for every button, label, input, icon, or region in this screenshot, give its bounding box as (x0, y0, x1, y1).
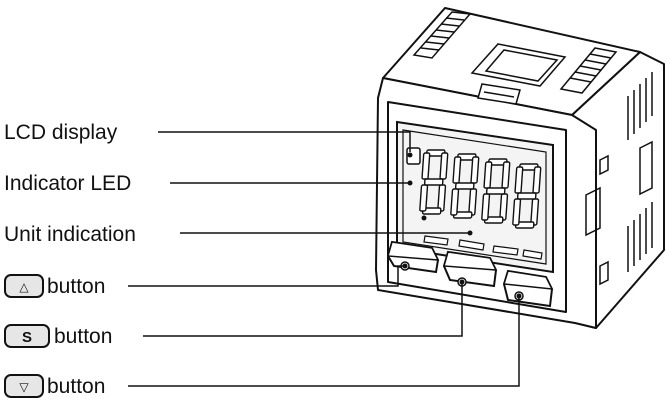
lcd-segment (468, 188, 478, 216)
leader-dots (402, 152, 522, 299)
down-button[interactable] (502, 269, 554, 308)
label-down-button: button (47, 375, 105, 398)
down-key-icon: ▽ (4, 374, 44, 398)
top-vents (412, 11, 618, 105)
label-up-button: button (47, 275, 105, 298)
set-key-symbol: S (22, 329, 32, 346)
lcd-segment (483, 161, 493, 189)
label-set-button: button (54, 325, 112, 348)
lcd-segment (532, 166, 542, 194)
lcd-segment (512, 198, 522, 226)
lcd-segment (499, 193, 509, 221)
lcd-segment (470, 156, 480, 184)
set-key-icon: S (4, 324, 50, 348)
side-vents (585, 72, 653, 286)
lcd-digit (450, 153, 480, 219)
leader-lcd (158, 131, 411, 152)
leader-set (143, 282, 463, 337)
leader-up (128, 265, 405, 287)
leader-lines (128, 131, 520, 387)
leader-down (128, 296, 520, 387)
lcd-segment (439, 152, 449, 180)
lcd-segment (501, 161, 511, 189)
label-indicator-led: Indicator LED (4, 172, 131, 195)
lcd-digit (512, 163, 542, 229)
lcd-segment (437, 184, 447, 212)
lcd-segment (516, 192, 537, 200)
up-key-icon: △ (4, 274, 44, 298)
label-lcd-display: LCD display (4, 121, 118, 144)
lcd-digit (419, 149, 449, 215)
lcd-digit (481, 158, 511, 224)
lcd-segment (419, 184, 429, 212)
down-key-symbol: ▽ (19, 380, 29, 394)
lcd-segment (514, 166, 524, 194)
lcd-segment (454, 182, 475, 190)
up-button[interactable] (386, 240, 440, 274)
lcd-segment (421, 152, 431, 180)
lcd-digits (419, 149, 542, 229)
lcd-segment (423, 178, 444, 186)
lcd-segment (530, 198, 540, 226)
label-unit-indication: Unit indication (4, 223, 136, 246)
lcd-segment (452, 156, 462, 184)
set-button[interactable] (442, 250, 498, 288)
lcd-segment (485, 187, 506, 195)
up-key-symbol: △ (19, 280, 29, 294)
lcd-segment (450, 188, 460, 216)
lcd-segment (481, 193, 491, 221)
unit-indication-marks (423, 235, 543, 260)
